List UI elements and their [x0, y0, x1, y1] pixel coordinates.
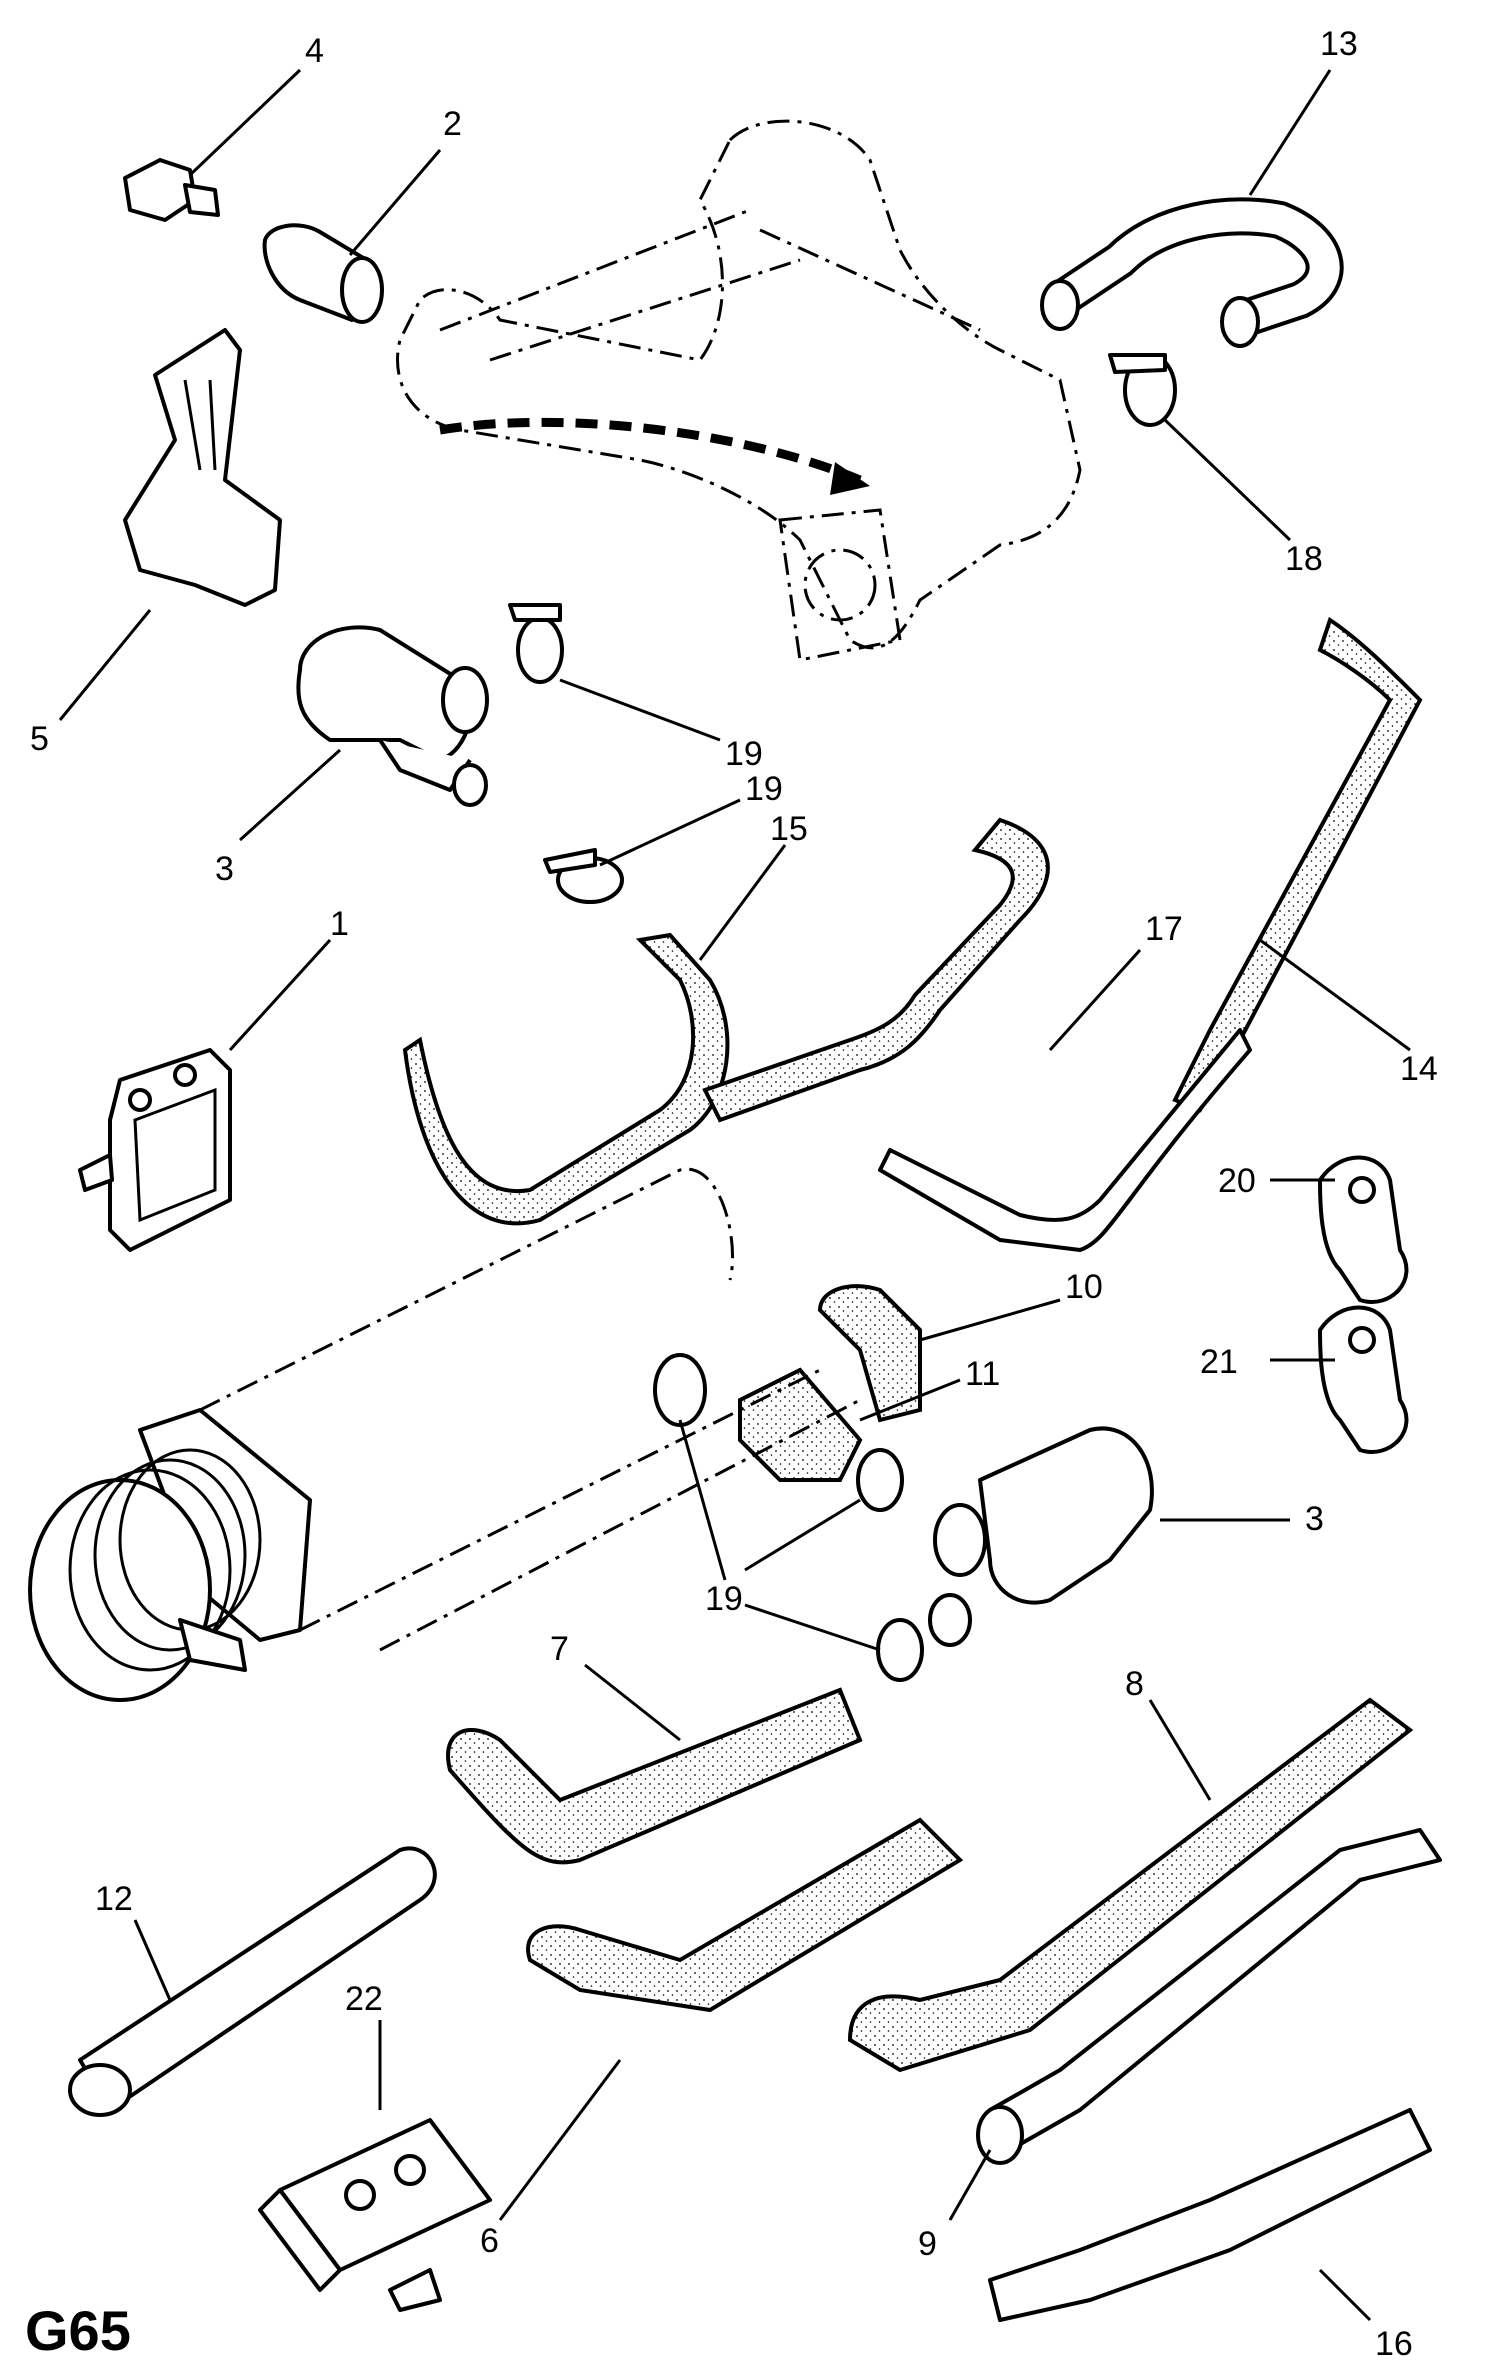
throttle-body — [28, 1408, 312, 1702]
callout-20: 20 — [1218, 1162, 1256, 1200]
hose-part-12-end — [68, 2063, 132, 2117]
callout-5: 5 — [30, 720, 49, 758]
callout-labels: 4 2 13 18 5 3 19 19 15 17 14 1 20 21 10 … — [30, 25, 1438, 2363]
callout-22: 22 — [345, 1980, 383, 2018]
callout-3-upper: 3 — [215, 850, 234, 888]
callout-14: 14 — [1400, 1050, 1438, 1088]
callout-4: 4 — [305, 32, 324, 70]
callout-19-upper-b: 19 — [745, 770, 783, 808]
sleeve-part-2 — [262, 223, 384, 324]
hose-clamp-lower-2 — [856, 1448, 904, 1512]
callout-12: 12 — [95, 1880, 133, 1918]
callout-16: 16 — [1375, 2325, 1413, 2363]
callout-18: 18 — [1285, 540, 1323, 578]
hose-clamp-part-18 — [1108, 353, 1177, 427]
p-clip-part-20 — [1318, 1155, 1409, 1304]
intake-manifold-outline — [396, 119, 1082, 650]
callout-8: 8 — [1125, 1665, 1144, 1703]
callout-7: 7 — [550, 1630, 569, 1668]
callout-21: 21 — [1200, 1343, 1238, 1381]
callout-17: 17 — [1145, 910, 1183, 948]
p-clip-part-21 — [1318, 1305, 1409, 1454]
hose-part-8 — [847, 1697, 1414, 2073]
sleeve-part-11 — [738, 1367, 863, 1482]
bolt-part-4 — [123, 158, 220, 222]
diagram-code: G65 — [25, 2299, 131, 2362]
hose-clamp-upper-2 — [543, 848, 624, 904]
idle-valve-upper-part-3 — [296, 625, 489, 807]
hose-clamp-upper-1 — [508, 603, 564, 684]
hose-part-17 — [702, 817, 1050, 1123]
module-part-1 — [78, 1048, 232, 1252]
flow-arrow — [439, 417, 870, 495]
hose-part-9 — [988, 1828, 1442, 2152]
bracket-plate-part-22 — [258, 2118, 492, 2312]
hose-part-14-branch — [878, 1028, 1252, 1252]
callout-10: 10 — [1065, 1268, 1103, 1306]
callout-2: 2 — [443, 105, 462, 143]
callout-11: 11 — [965, 1355, 1000, 1393]
hose-part-7 — [446, 1687, 863, 1865]
callout-3-lower: 3 — [1305, 1500, 1324, 1538]
hose-part-16 — [988, 2108, 1432, 2322]
hose-clamp-lower-1 — [653, 1353, 707, 1427]
elbow-part-10 — [817, 1284, 922, 1423]
leader-lines — [58, 68, 1411, 2322]
callout-13: 13 — [1320, 25, 1358, 63]
callout-19-lower: 19 — [705, 1580, 743, 1618]
idle-valve-lower-part-3 — [928, 1426, 1154, 1647]
hose-part-6 — [526, 1817, 964, 2013]
hose-clamp-lower-3 — [876, 1618, 924, 1682]
callout-19-upper-a: 19 — [725, 735, 763, 773]
callout-6: 6 — [480, 2222, 499, 2260]
hose-part-15 — [402, 932, 730, 1226]
intake-flange — [778, 508, 902, 662]
callout-1: 1 — [330, 905, 349, 943]
callout-15: 15 — [770, 810, 808, 848]
hose-part-12 — [78, 1846, 437, 2112]
lower-manifold-outline — [199, 1167, 861, 1652]
bracket-part-5 — [123, 328, 282, 607]
callout-9: 9 — [918, 2225, 937, 2263]
hose-part-14 — [1172, 616, 1423, 1113]
hose-part-9-end — [976, 2105, 1024, 2165]
hose-part-13 — [1040, 197, 1344, 348]
